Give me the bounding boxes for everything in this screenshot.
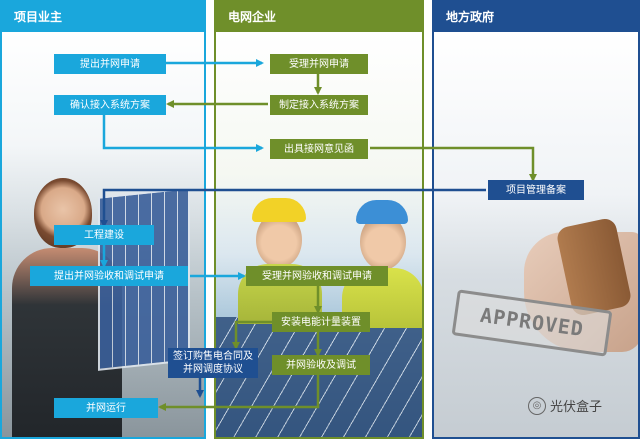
step-issue-opinion: 出具接网意见函	[270, 139, 368, 159]
step-accept-acceptance: 受理并网验收和调试申请	[246, 266, 388, 286]
step-submit-acceptance: 提出并网验收和调试申请	[30, 266, 188, 286]
helmet-right	[356, 200, 408, 224]
owner-column-header: 项目业主	[2, 2, 204, 32]
arrow-filing-to-construction	[100, 188, 486, 228]
step-confirm-plan: 确认接入系统方案	[54, 95, 166, 115]
arrow-opinion-to-filing	[370, 146, 537, 182]
step-sign-contract: 签订购售电合同及并网调度协议	[168, 348, 258, 378]
step-submit-application: 提出并网申请	[54, 54, 166, 74]
watermark: ◎ 光伏盒子	[528, 396, 602, 415]
arrow-install-to-contract	[232, 320, 272, 350]
step-accept-application: 受理并网申请	[270, 54, 368, 74]
wechat-icon: ◎	[528, 396, 546, 415]
gov-column-header: 地方政府	[434, 2, 638, 32]
arrow-confirm-to-opinion	[102, 114, 264, 152]
step-construction: 工程建设	[54, 225, 154, 245]
arrow-debug-to-operation	[158, 374, 320, 411]
watermark-text: 光伏盒子	[550, 400, 603, 415]
step-acceptance-debug: 并网验收及调试	[272, 355, 370, 375]
step-install-meter: 安装电能计量装置	[272, 312, 370, 332]
step-formulate-plan: 制定接入系统方案	[270, 95, 368, 115]
gov-column: 地方政府 APPROVED	[432, 0, 640, 439]
step-grid-operation: 并网运行	[54, 398, 158, 418]
helmet-left	[252, 198, 306, 222]
step-project-filing: 项目管理备案	[488, 180, 584, 200]
grid-column-header: 电网企业	[216, 2, 422, 32]
